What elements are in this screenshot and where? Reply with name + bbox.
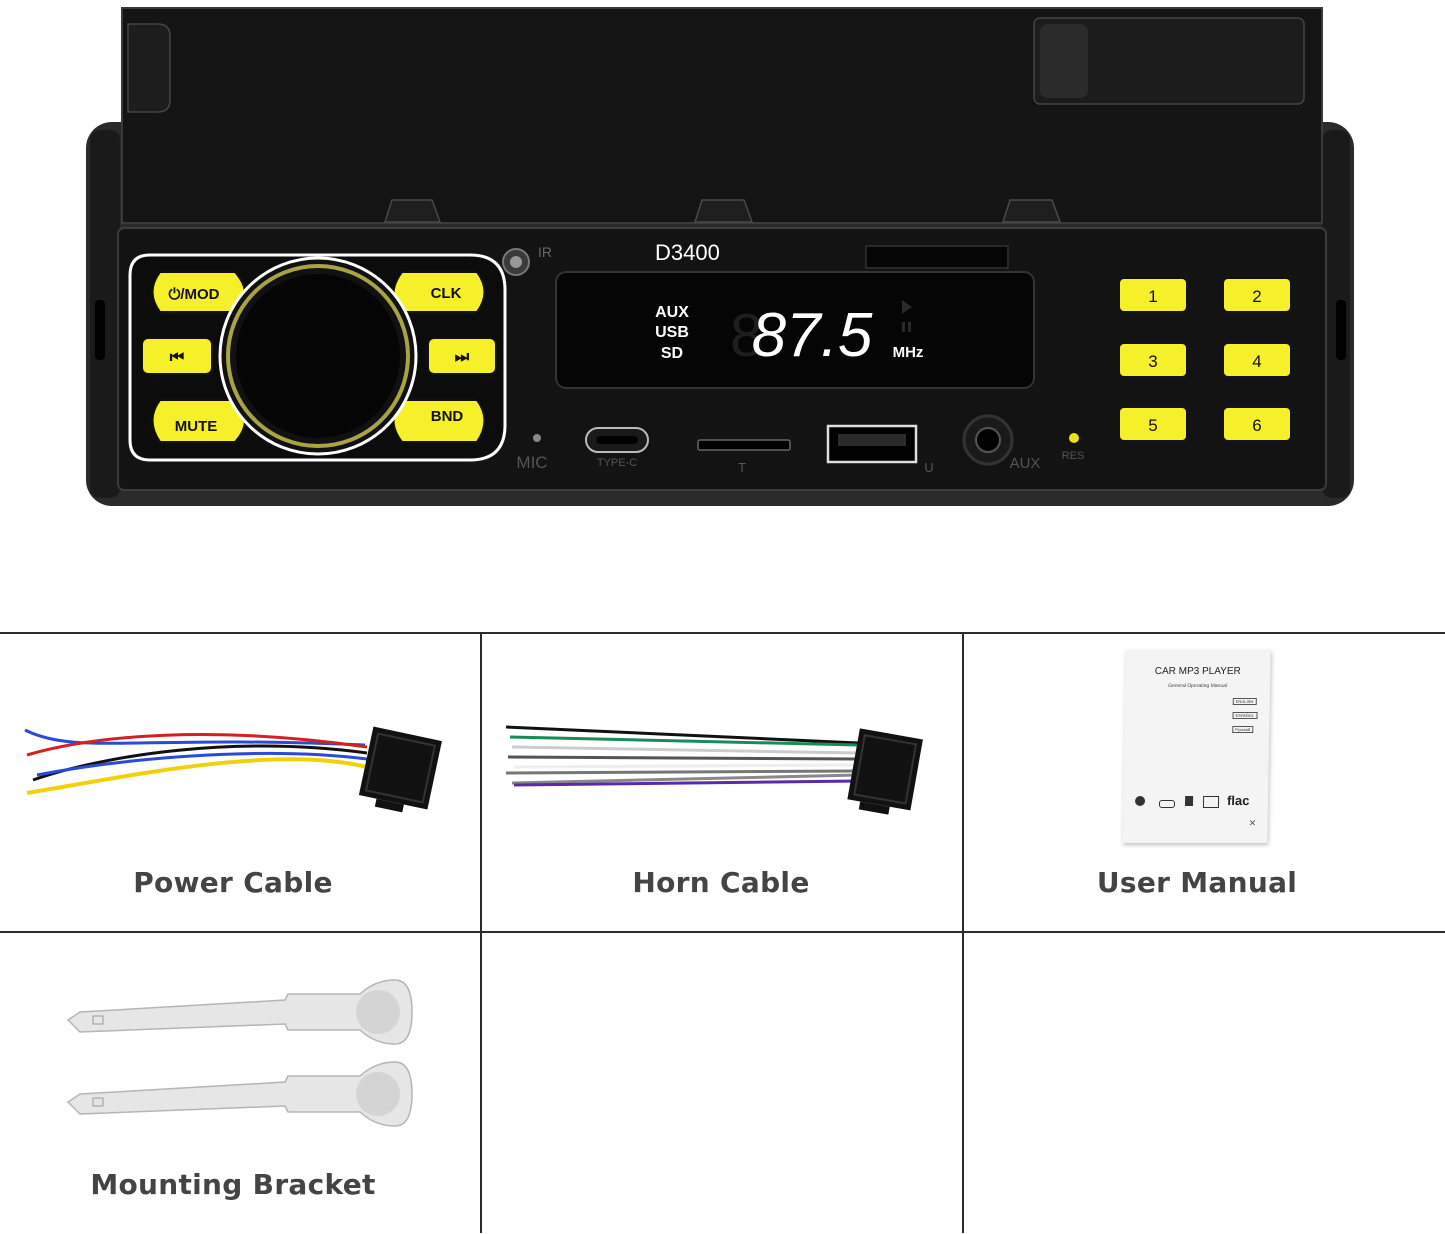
preset-label-1: 1 xyxy=(1148,287,1157,306)
ir-label: IR xyxy=(538,244,552,260)
aux-label: AUX xyxy=(1010,455,1041,472)
preset-button-2[interactable]: 2 xyxy=(1222,277,1292,313)
bnd-button[interactable]: BND xyxy=(392,399,486,443)
holder-right-grip xyxy=(1033,17,1305,105)
mic-hole xyxy=(533,434,541,442)
power-cable-image xyxy=(24,726,442,813)
frequency-unit: MHz xyxy=(893,344,924,361)
manual-title: CAR MP3 PLAYER xyxy=(1154,666,1241,677)
user-manual-booklet: CAR MP3 PLAYER General Operating Manual … xyxy=(1122,650,1271,843)
source-sd: SD xyxy=(661,345,683,362)
manual-subtitle: General Operating Manual xyxy=(1168,683,1228,689)
volume-knob[interactable] xyxy=(236,274,400,438)
horn-cable-label: Horn Cable xyxy=(632,866,810,899)
preset-button-4[interactable]: 4 xyxy=(1222,342,1292,378)
power-cable-label: Power Cable xyxy=(133,866,333,899)
lcd-display xyxy=(555,271,1035,389)
right-clip xyxy=(1336,300,1346,360)
preset-label-2: 2 xyxy=(1252,287,1261,306)
card-slot xyxy=(865,245,1009,269)
preset-button-1[interactable]: 1 xyxy=(1118,277,1188,313)
user-manual-label: User Manual xyxy=(1096,866,1298,899)
bracket-2 xyxy=(66,1061,413,1127)
horn-cable-image xyxy=(505,725,923,815)
bnd-button-label: BND xyxy=(431,408,464,425)
preset-label-5: 5 xyxy=(1148,416,1157,435)
manual-recycle-icon: ✕ xyxy=(1248,818,1257,828)
power-connector xyxy=(358,726,442,810)
tf-card-slot[interactable] xyxy=(697,439,791,451)
manual-lang-spanish: ESPAÑOL xyxy=(1232,712,1258,719)
mod-button-label: ⏻/MOD xyxy=(168,286,219,303)
mounting-bracket-label: Mounting Bracket xyxy=(90,1168,376,1201)
clk-button[interactable]: CLK xyxy=(392,271,486,313)
prev-icon: ⏮ xyxy=(170,349,184,366)
inactive-digit: 8 xyxy=(730,302,763,369)
preset-button-5[interactable]: 5 xyxy=(1118,406,1188,442)
manual-lang-english: ENGLISH xyxy=(1232,698,1257,705)
holder-left-grip xyxy=(127,23,171,113)
manual-lang-russian: Pусский xyxy=(1232,726,1254,733)
preset-buttons: 1 2 3 4 5 6 xyxy=(1118,277,1292,442)
usb-label: U xyxy=(924,460,933,475)
mod-button[interactable]: ⏻/MOD xyxy=(151,271,246,313)
grid-top-border xyxy=(0,632,1445,634)
car-stereo-illustration: ⏻/MOD CLK ⏮ ⏭ MUTE BND IR D3400 AUX USB … xyxy=(86,7,1354,506)
mounting-bracket-image xyxy=(66,979,413,1127)
frequency-readout: 87.5 xyxy=(752,301,873,370)
type-c-label: TYPE-C xyxy=(597,457,637,469)
horn-connector xyxy=(847,728,923,811)
mute-button-label: MUTE xyxy=(175,418,218,435)
model-name: D3400 xyxy=(655,240,720,265)
preset-label-4: 4 xyxy=(1252,352,1261,371)
bracket-1 xyxy=(66,979,413,1045)
preset-label-3: 3 xyxy=(1148,352,1157,371)
tf-label: T xyxy=(738,460,746,475)
prev-button[interactable]: ⏮ xyxy=(141,337,213,375)
preset-label-6: 6 xyxy=(1252,416,1261,435)
manual-icon-disc xyxy=(1134,796,1146,806)
grid-middle-border xyxy=(0,931,1445,933)
source-aux: AUX xyxy=(655,304,689,321)
manual-icon-sd xyxy=(1184,796,1194,806)
preset-button-6[interactable]: 6 xyxy=(1222,406,1292,442)
left-clip xyxy=(95,300,105,360)
reset-button[interactable] xyxy=(1069,433,1079,443)
play-icon xyxy=(902,300,912,314)
manual-icon-usb xyxy=(1158,800,1176,808)
mute-button[interactable]: MUTE xyxy=(151,399,246,443)
next-icon: ⏭ xyxy=(455,349,470,366)
reset-label: RES xyxy=(1062,450,1085,462)
source-usb: USB xyxy=(655,324,689,341)
grid-divider-left xyxy=(480,633,482,1233)
grid-divider-right xyxy=(962,633,964,1233)
next-button[interactable]: ⏭ xyxy=(427,337,497,375)
manual-icon-radio xyxy=(1202,796,1220,808)
clk-button-label: CLK xyxy=(431,285,462,302)
manual-flac-logo: flac xyxy=(1226,793,1250,808)
mic-label: MIC xyxy=(516,453,547,472)
preset-button-3[interactable]: 3 xyxy=(1118,342,1188,378)
